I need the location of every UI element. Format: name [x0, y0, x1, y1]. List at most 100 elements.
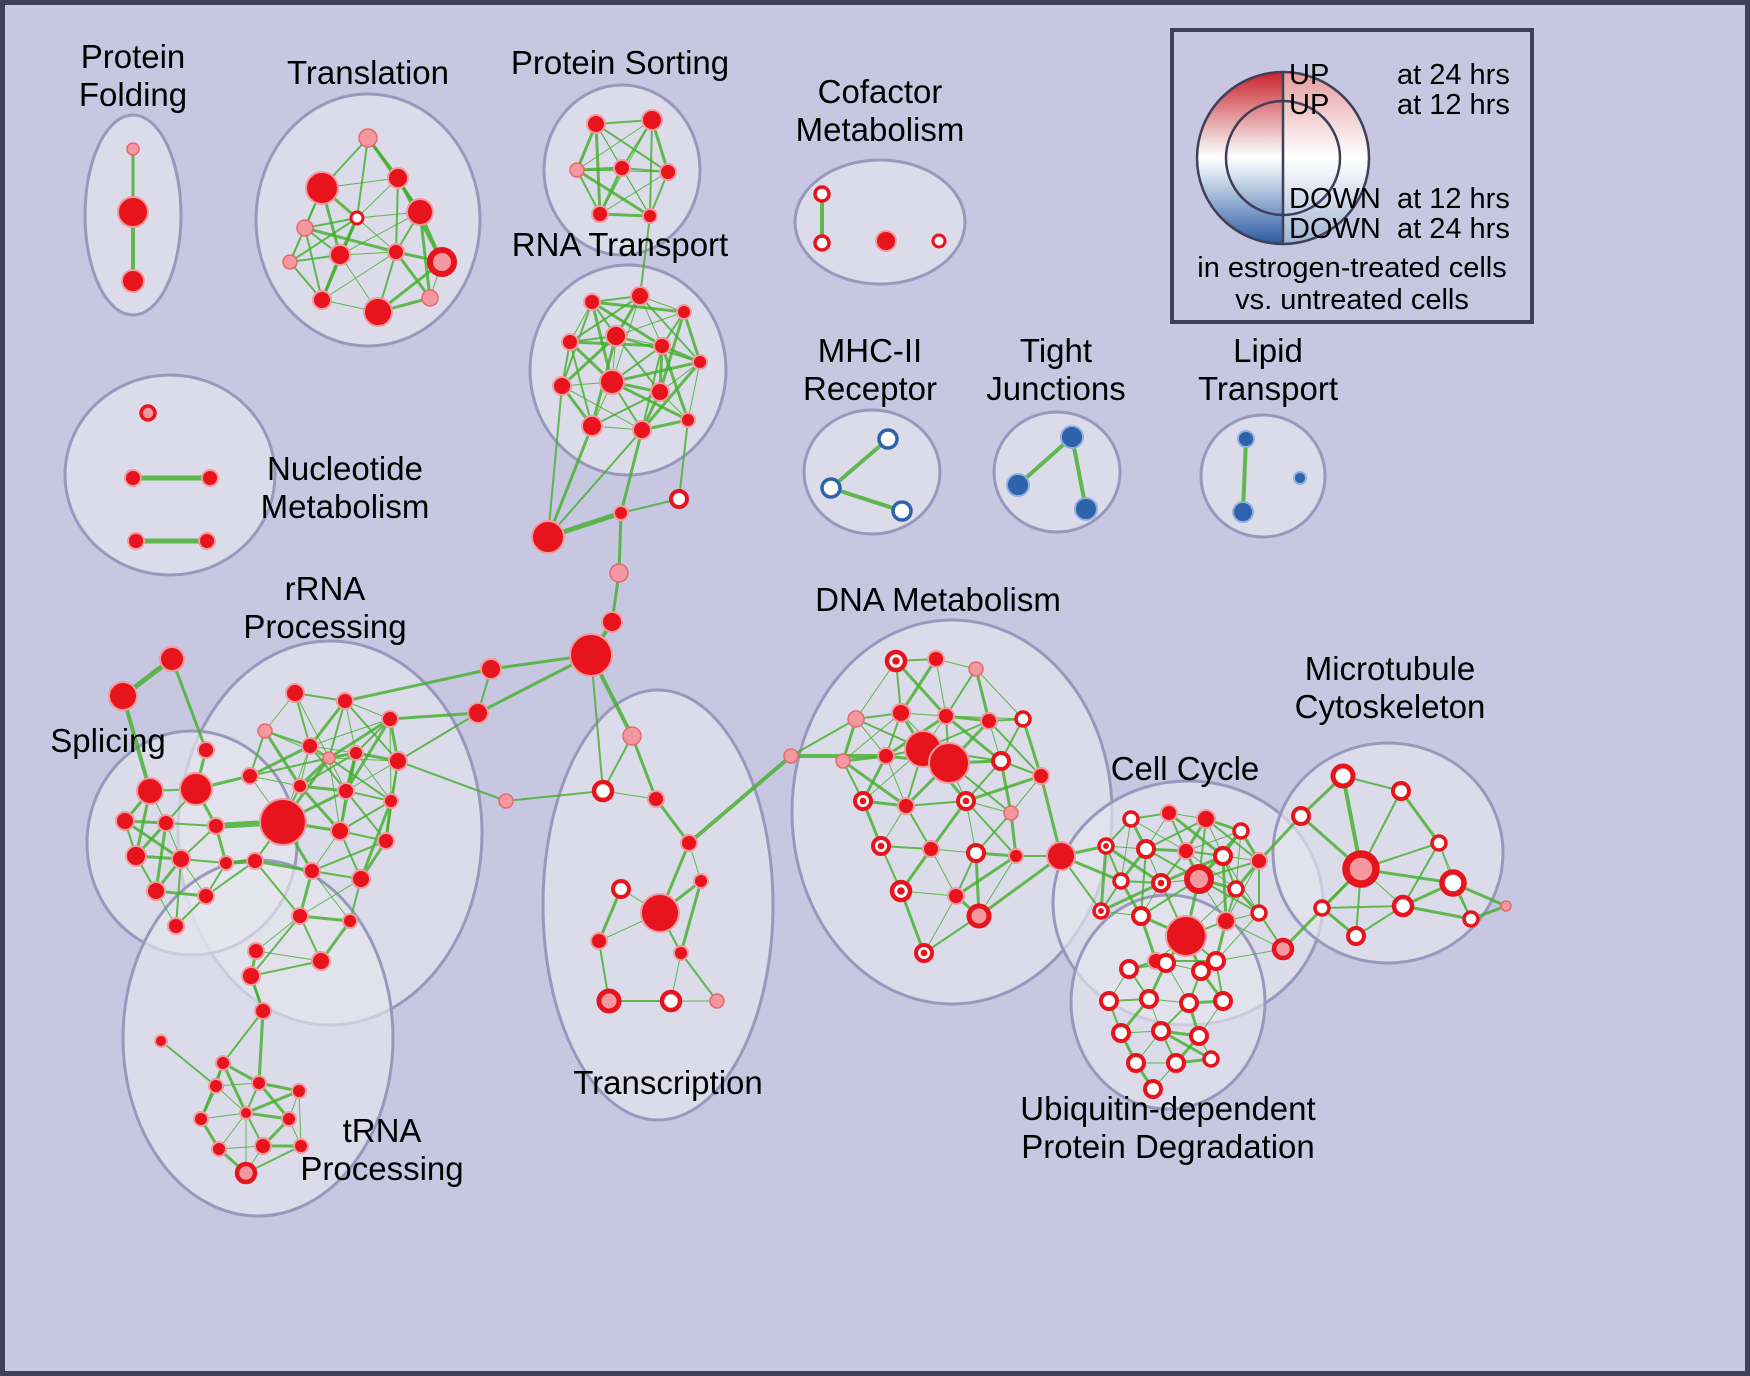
node-dna-metabolism-24	[966, 903, 992, 929]
network-edge	[264, 730, 330, 759]
network-edge	[339, 211, 421, 256]
cluster-label-tight-junctions: Tight	[1020, 332, 1092, 369]
node-translation-2	[387, 167, 409, 189]
network-edge	[343, 667, 493, 703]
node-dna-metabolism-19	[922, 840, 940, 858]
network-edge	[328, 757, 341, 832]
network-edge	[569, 295, 641, 343]
node-cell-cycle-9	[1112, 872, 1130, 890]
legend-right-half-wash	[1283, 72, 1369, 244]
node-transcription-2	[647, 790, 665, 808]
network-edge	[121, 694, 152, 793]
node-core-cell-cycle-10	[1157, 879, 1165, 887]
network-edge	[687, 754, 793, 845]
network-edge	[687, 361, 701, 421]
node-protein-sorting-1	[641, 109, 663, 131]
network-edge	[250, 960, 322, 977]
node-cell-cycle-14	[1131, 906, 1151, 926]
node-trna-processing-13	[234, 1161, 258, 1185]
node-trna-processing-1	[254, 1002, 272, 1020]
node-nucleotide-metabolism-0	[139, 404, 157, 422]
cluster-label-transcription: Transcription	[573, 1064, 763, 1101]
network-edge	[1321, 905, 1404, 909]
node-tight-junctions-2	[1074, 497, 1098, 521]
node-microtubule-cytoskeleton-1	[1391, 781, 1411, 801]
network-edge	[1185, 830, 1242, 852]
network-edge	[394, 250, 432, 300]
network-edge	[294, 692, 330, 759]
network-edge	[790, 718, 857, 757]
cluster-label-cofactor-metabolism: Metabolism	[796, 111, 965, 148]
network-edge	[576, 119, 653, 171]
node-connectors-2	[669, 489, 689, 509]
node-microtubule-cytoskeleton-5	[1439, 869, 1467, 897]
network-edge	[842, 712, 902, 762]
cluster-label-microtubule-cytoskeleton: Microtubule	[1305, 650, 1476, 687]
node-mhc-ii-receptor-2	[891, 500, 913, 522]
network-edge	[591, 391, 661, 427]
network-edge	[590, 300, 686, 314]
network-edge	[123, 819, 183, 861]
node-dna-metabolism-4	[891, 703, 911, 723]
node-transcription-7	[590, 932, 608, 950]
node-splicing-outliers-2	[197, 741, 215, 759]
network-edge	[255, 915, 301, 952]
cluster-ellipse-mhc-ii-receptor	[802, 408, 942, 536]
node-connectors-3	[609, 563, 629, 583]
node-dna-metabolism-1	[927, 650, 945, 668]
node-transcription-4	[611, 879, 631, 899]
node-splicing-6	[171, 849, 191, 869]
node-dna-metabolism-7	[1014, 710, 1032, 728]
network-edge	[1215, 948, 1284, 962]
network-edge	[975, 668, 1024, 720]
node-cell-cycle-16	[1216, 911, 1236, 931]
legend-direction-label: UP	[1289, 89, 1329, 121]
cluster-label-cofactor-metabolism: Cofactor	[818, 73, 943, 110]
network-edge	[395, 177, 399, 253]
node-splicing-8	[146, 881, 166, 901]
network-edge	[397, 712, 479, 762]
cluster-label-lipid-transport: Lipid	[1233, 332, 1303, 369]
network-edge	[418, 210, 432, 300]
node-trna-processing-0	[241, 966, 261, 986]
cluster-label-lipid-transport: Transport	[1198, 370, 1338, 407]
cluster-label-trna-processing: tRNA	[343, 1112, 422, 1149]
node-cofactor-metabolism-0	[813, 185, 831, 203]
network-edge	[1145, 818, 1207, 850]
network-edge	[1099, 881, 1163, 913]
network-edge	[610, 380, 690, 422]
network-edge	[1241, 437, 1248, 514]
network-edge	[1399, 789, 1441, 845]
layer-nodes	[108, 109, 1512, 1185]
node-translation-10	[312, 290, 332, 310]
cluster-label-protein-sorting: Protein Sorting	[511, 44, 729, 81]
node-dna-metabolism-6	[980, 712, 998, 730]
node-splicing-10	[167, 917, 185, 935]
network-edge	[304, 227, 323, 301]
network-edge	[299, 878, 362, 917]
cluster-label-nucleotide-metabolism: Metabolism	[261, 488, 430, 525]
network-edge	[328, 757, 399, 762]
cluster-ellipse-cofactor-metabolism	[793, 158, 967, 286]
node-microtubule-cytoskeleton-8	[1462, 910, 1480, 928]
legend-direction-label: DOWN	[1289, 213, 1381, 245]
network-edge	[923, 895, 957, 954]
node-splicing-outliers-1	[108, 681, 138, 711]
network-edge	[1120, 818, 1132, 882]
node-ubiquitin-degradation-6	[1213, 991, 1233, 1011]
network-edge	[303, 226, 398, 254]
legend-time-label: at 24 hrs	[1397, 59, 1510, 91]
node-rrna-processing-17	[291, 907, 309, 925]
network-edge	[617, 511, 623, 575]
network-edge	[855, 660, 897, 720]
node-microtubule-cytoskeleton-2	[1291, 806, 1311, 826]
node-ubiquitin-degradation-7	[1111, 1023, 1131, 1043]
cluster-label-ubiquitin-degradation: Ubiquitin-dependent	[1020, 1090, 1315, 1127]
node-nucleotide-metabolism-1	[124, 469, 142, 487]
node-rrna-processing-6	[388, 751, 408, 771]
cluster-ellipse-nucleotide-metabolism	[63, 373, 277, 577]
node-rna-transport-3	[561, 333, 579, 351]
